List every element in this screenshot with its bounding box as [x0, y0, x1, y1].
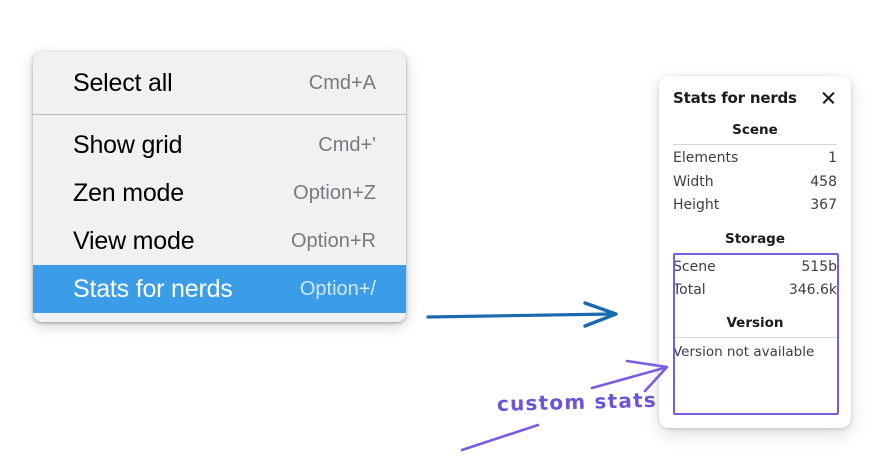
menu-item-label: Show grid: [73, 130, 183, 159]
purple-arrow-to-highlight: [590, 359, 669, 393]
close-icon[interactable]: [820, 89, 838, 107]
handwritten-annotation-custom-stats: custom stats: [496, 387, 658, 416]
stat-label: Width: [673, 173, 714, 190]
section-scene: Scene Elements 1 Width 458 Height 367: [659, 117, 851, 218]
context-menu[interactable]: Select all Cmd+A Show grid Cmd+' Zen mod…: [33, 52, 406, 322]
menu-item-shortcut: Option+R: [290, 230, 376, 252]
section-storage: Storage Scene 515b Total 346.6k: [659, 226, 851, 303]
stats-for-nerds-panel[interactable]: Stats for nerds Scene Elements 1 Width 4…: [659, 76, 851, 428]
stat-row: Width 458: [673, 171, 837, 195]
menu-item-shortcut: Option+/: [299, 278, 376, 300]
stat-row: Height 367: [673, 194, 837, 218]
stat-label: Total: [673, 282, 706, 298]
menu-item-view-mode[interactable]: View mode Option+R: [33, 217, 406, 265]
section-divider: [673, 336, 837, 338]
section-heading: Scene: [732, 122, 778, 138]
blue-arrow: [426, 301, 618, 328]
menu-separator: [33, 114, 406, 115]
menu-group-2: Show grid Cmd+' Zen mode Option+Z View m…: [33, 121, 406, 313]
menu-item-label: Select all: [73, 68, 173, 97]
menu-group-1: Select all Cmd+A: [33, 59, 406, 107]
stat-row: Total 346.6k: [673, 279, 837, 303]
section-divider: [673, 144, 837, 145]
section-heading: Storage: [724, 230, 786, 247]
stat-label: Height: [673, 197, 720, 213]
stat-value: 1: [828, 150, 837, 166]
stat-row: Elements 1: [673, 147, 837, 171]
stat-label: Elements: [673, 150, 739, 166]
stat-value: 515b: [801, 258, 837, 275]
menu-item-shortcut: Option+Z: [293, 182, 376, 204]
menu-item-label: Zen mode: [73, 178, 184, 207]
stat-value: 367: [810, 197, 837, 213]
menu-item-label: View mode: [73, 226, 195, 255]
section-heading: Version: [726, 314, 784, 331]
menu-item-label: Stats for nerds: [73, 274, 233, 303]
stat-label: Scene: [673, 258, 716, 275]
stat-value: 346.6k: [788, 282, 837, 298]
menu-item-select-all[interactable]: Select all Cmd+A: [33, 59, 406, 107]
menu-item-shortcut: Cmd+': [318, 134, 376, 156]
stat-row: Scene 515b: [673, 256, 837, 280]
version-note: Version not available: [673, 343, 815, 360]
menu-item-zen-mode[interactable]: Zen mode Option+Z: [33, 169, 406, 217]
menu-item-stats-for-nerds[interactable]: Stats for nerds Option+/: [33, 265, 406, 313]
panel-title: Stats for nerds: [673, 89, 797, 107]
section-version: Version Version not available: [659, 310, 851, 362]
stat-value: 458: [810, 173, 837, 190]
menu-item-shortcut: Cmd+A: [308, 72, 376, 94]
section-divider: [673, 252, 837, 254]
panel-header: Stats for nerds: [659, 76, 851, 117]
purple-underline-stroke: [460, 423, 540, 452]
menu-item-show-grid[interactable]: Show grid Cmd+': [33, 121, 406, 169]
